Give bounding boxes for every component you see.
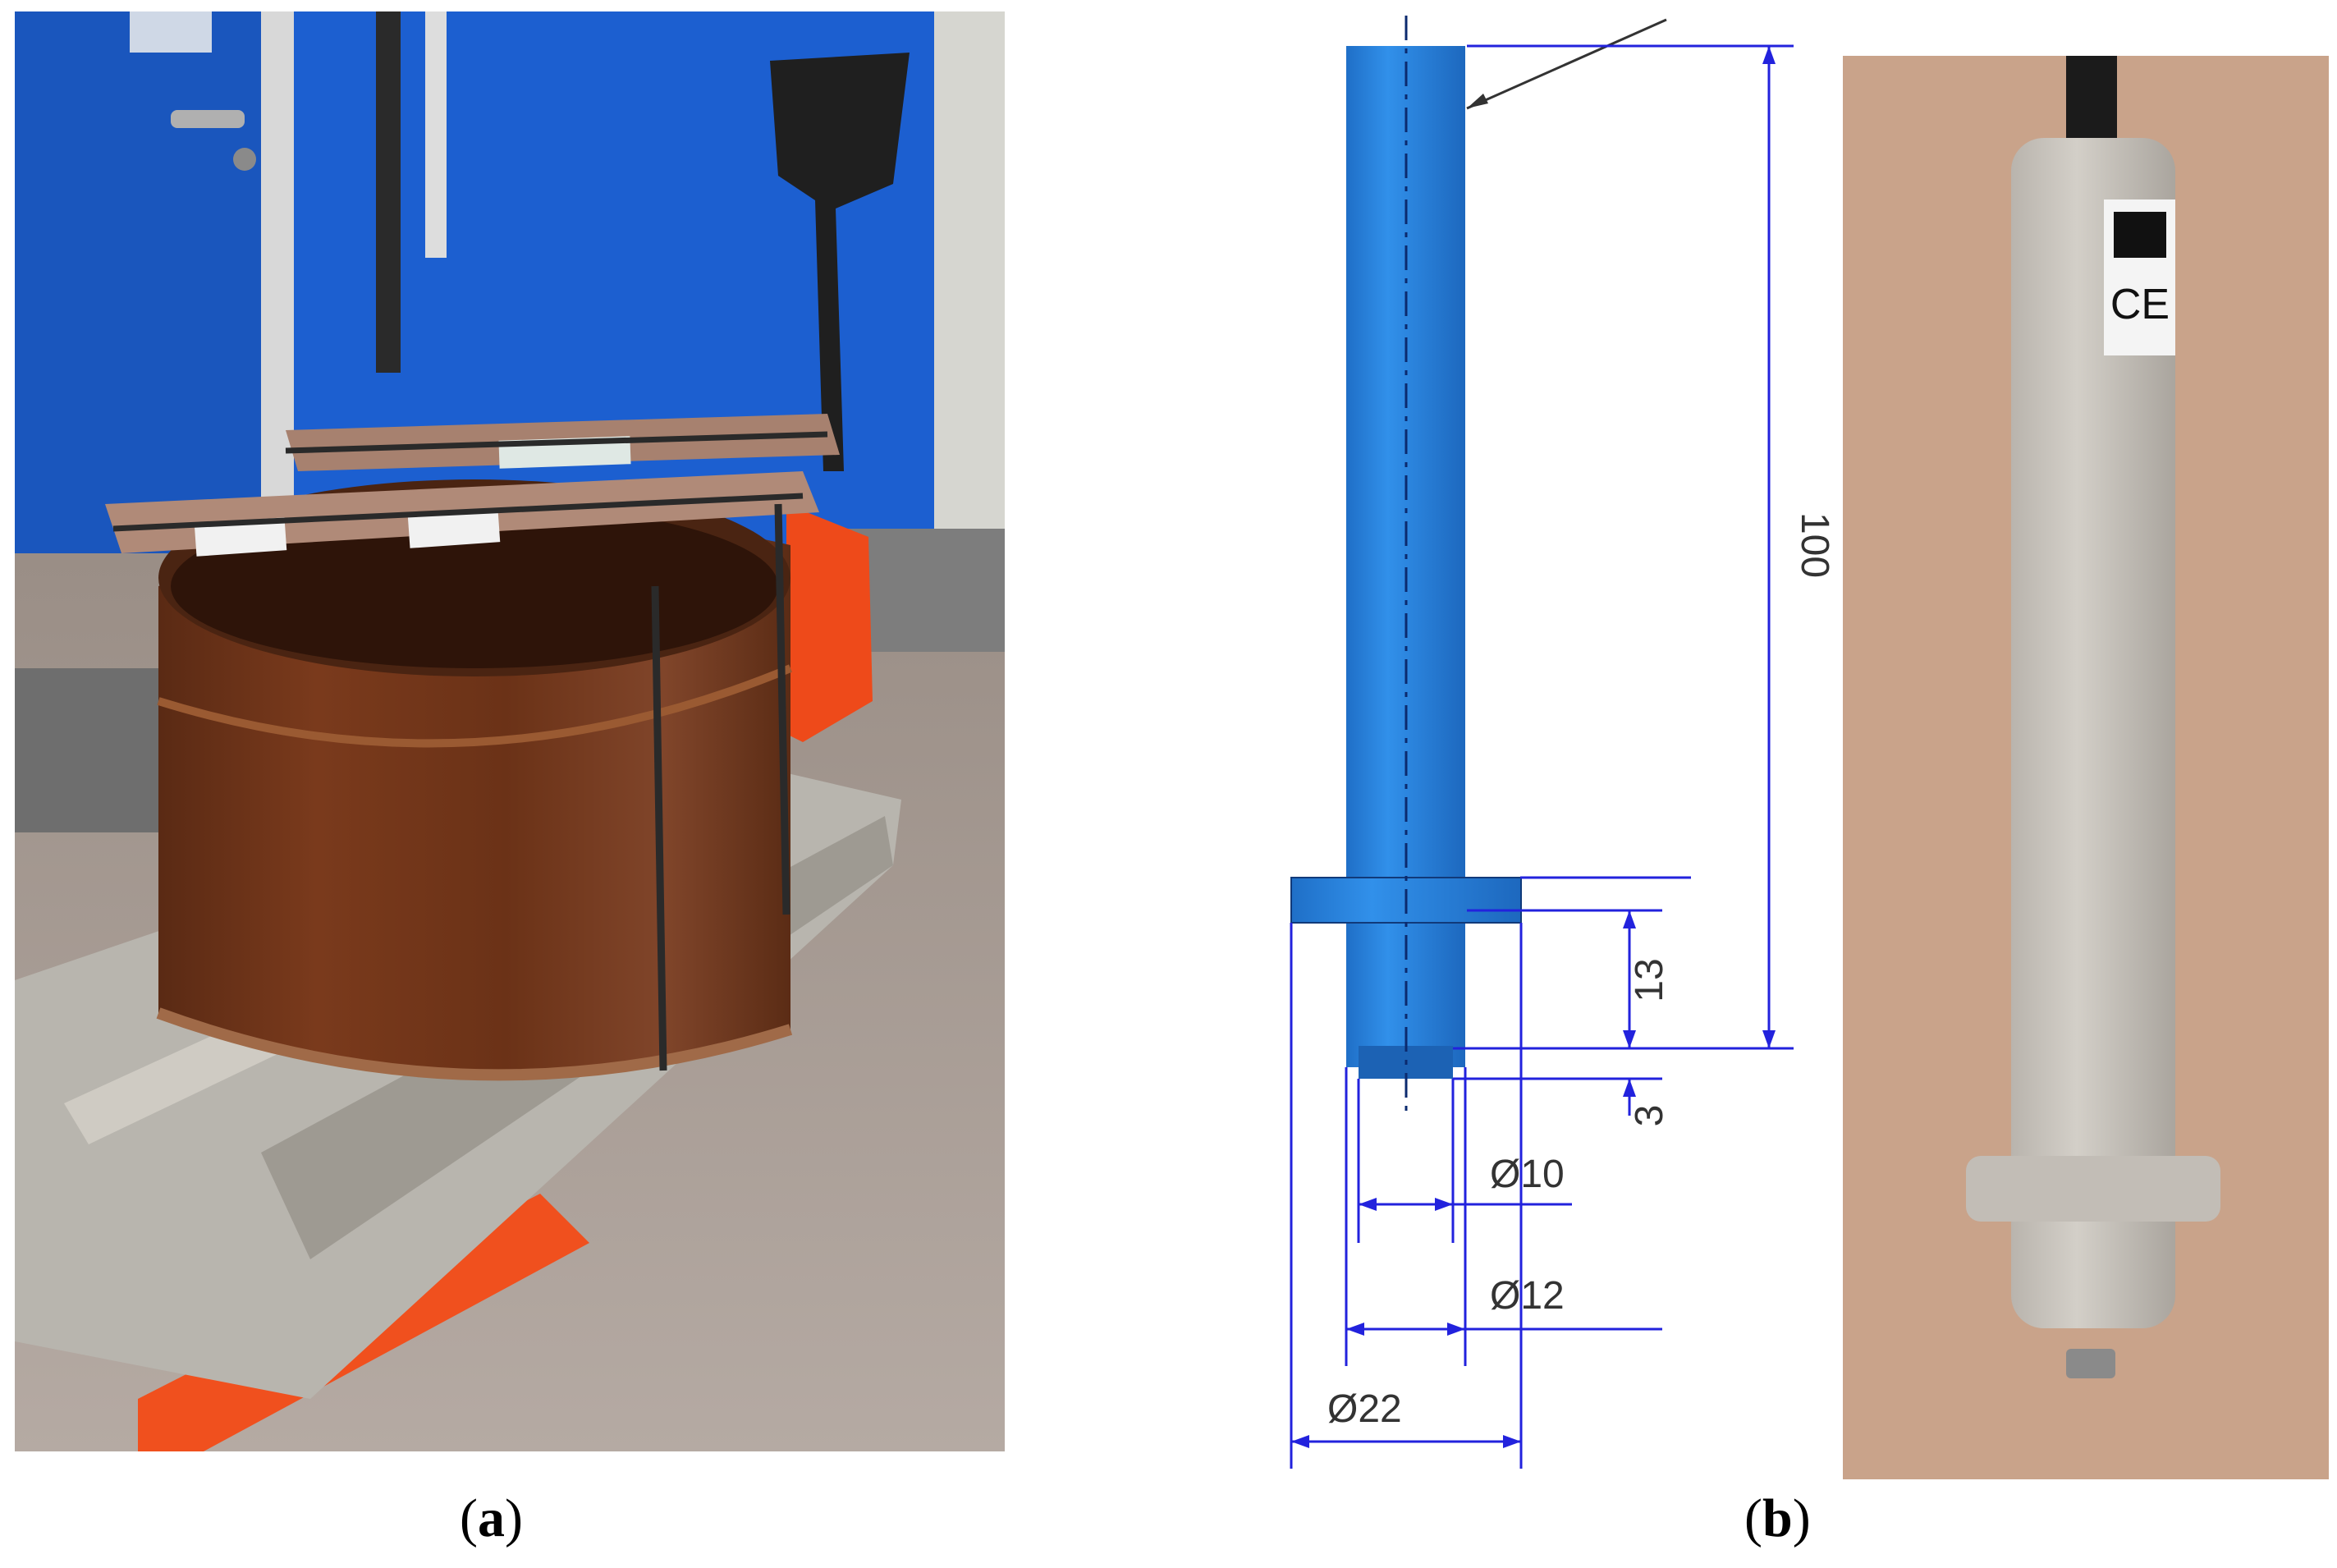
dim-label-100-overlay: 100 <box>1793 512 1836 578</box>
probe-photo-tip <box>2066 1349 2115 1378</box>
leader-line <box>1466 18 1667 110</box>
photo-steel-cylinder-on-pallet <box>15 11 1005 1451</box>
caption-b: (b) <box>1744 1488 1811 1548</box>
dimension-arrowheads <box>1291 910 1636 1448</box>
caption-a: (a) <box>460 1488 523 1548</box>
photo-c-illustration: CE <box>1843 56 2329 1479</box>
leader-arrowhead <box>1467 94 1488 108</box>
drawing-b-svg: 100 17 13 3 Ø10 Ø12 Ø22 <box>1290 16 1691 1469</box>
probe-technical-drawing: 100 17 13 3 Ø10 Ø12 Ø22 <box>1276 11 1691 1481</box>
probe-photo-body <box>2011 138 2175 1328</box>
dim-label-d12: Ø12 <box>1490 1274 1565 1318</box>
dim-label-d22: Ø22 <box>1327 1387 1402 1431</box>
dim-label-d10: Ø10 <box>1490 1153 1565 1196</box>
photo-probe: CE <box>1843 56 2329 1479</box>
dim-label-13: 13 <box>1628 958 1671 1002</box>
drawing-b-overlay: 100 <box>1453 44 1836 1050</box>
dim-label-3: 3 <box>1628 1105 1671 1127</box>
photo-a-illustration <box>15 11 1005 1451</box>
manufacturer-logo <box>2114 212 2166 258</box>
probe-photo-flange <box>1966 1156 2220 1222</box>
ce-mark: CE <box>2110 281 2170 328</box>
